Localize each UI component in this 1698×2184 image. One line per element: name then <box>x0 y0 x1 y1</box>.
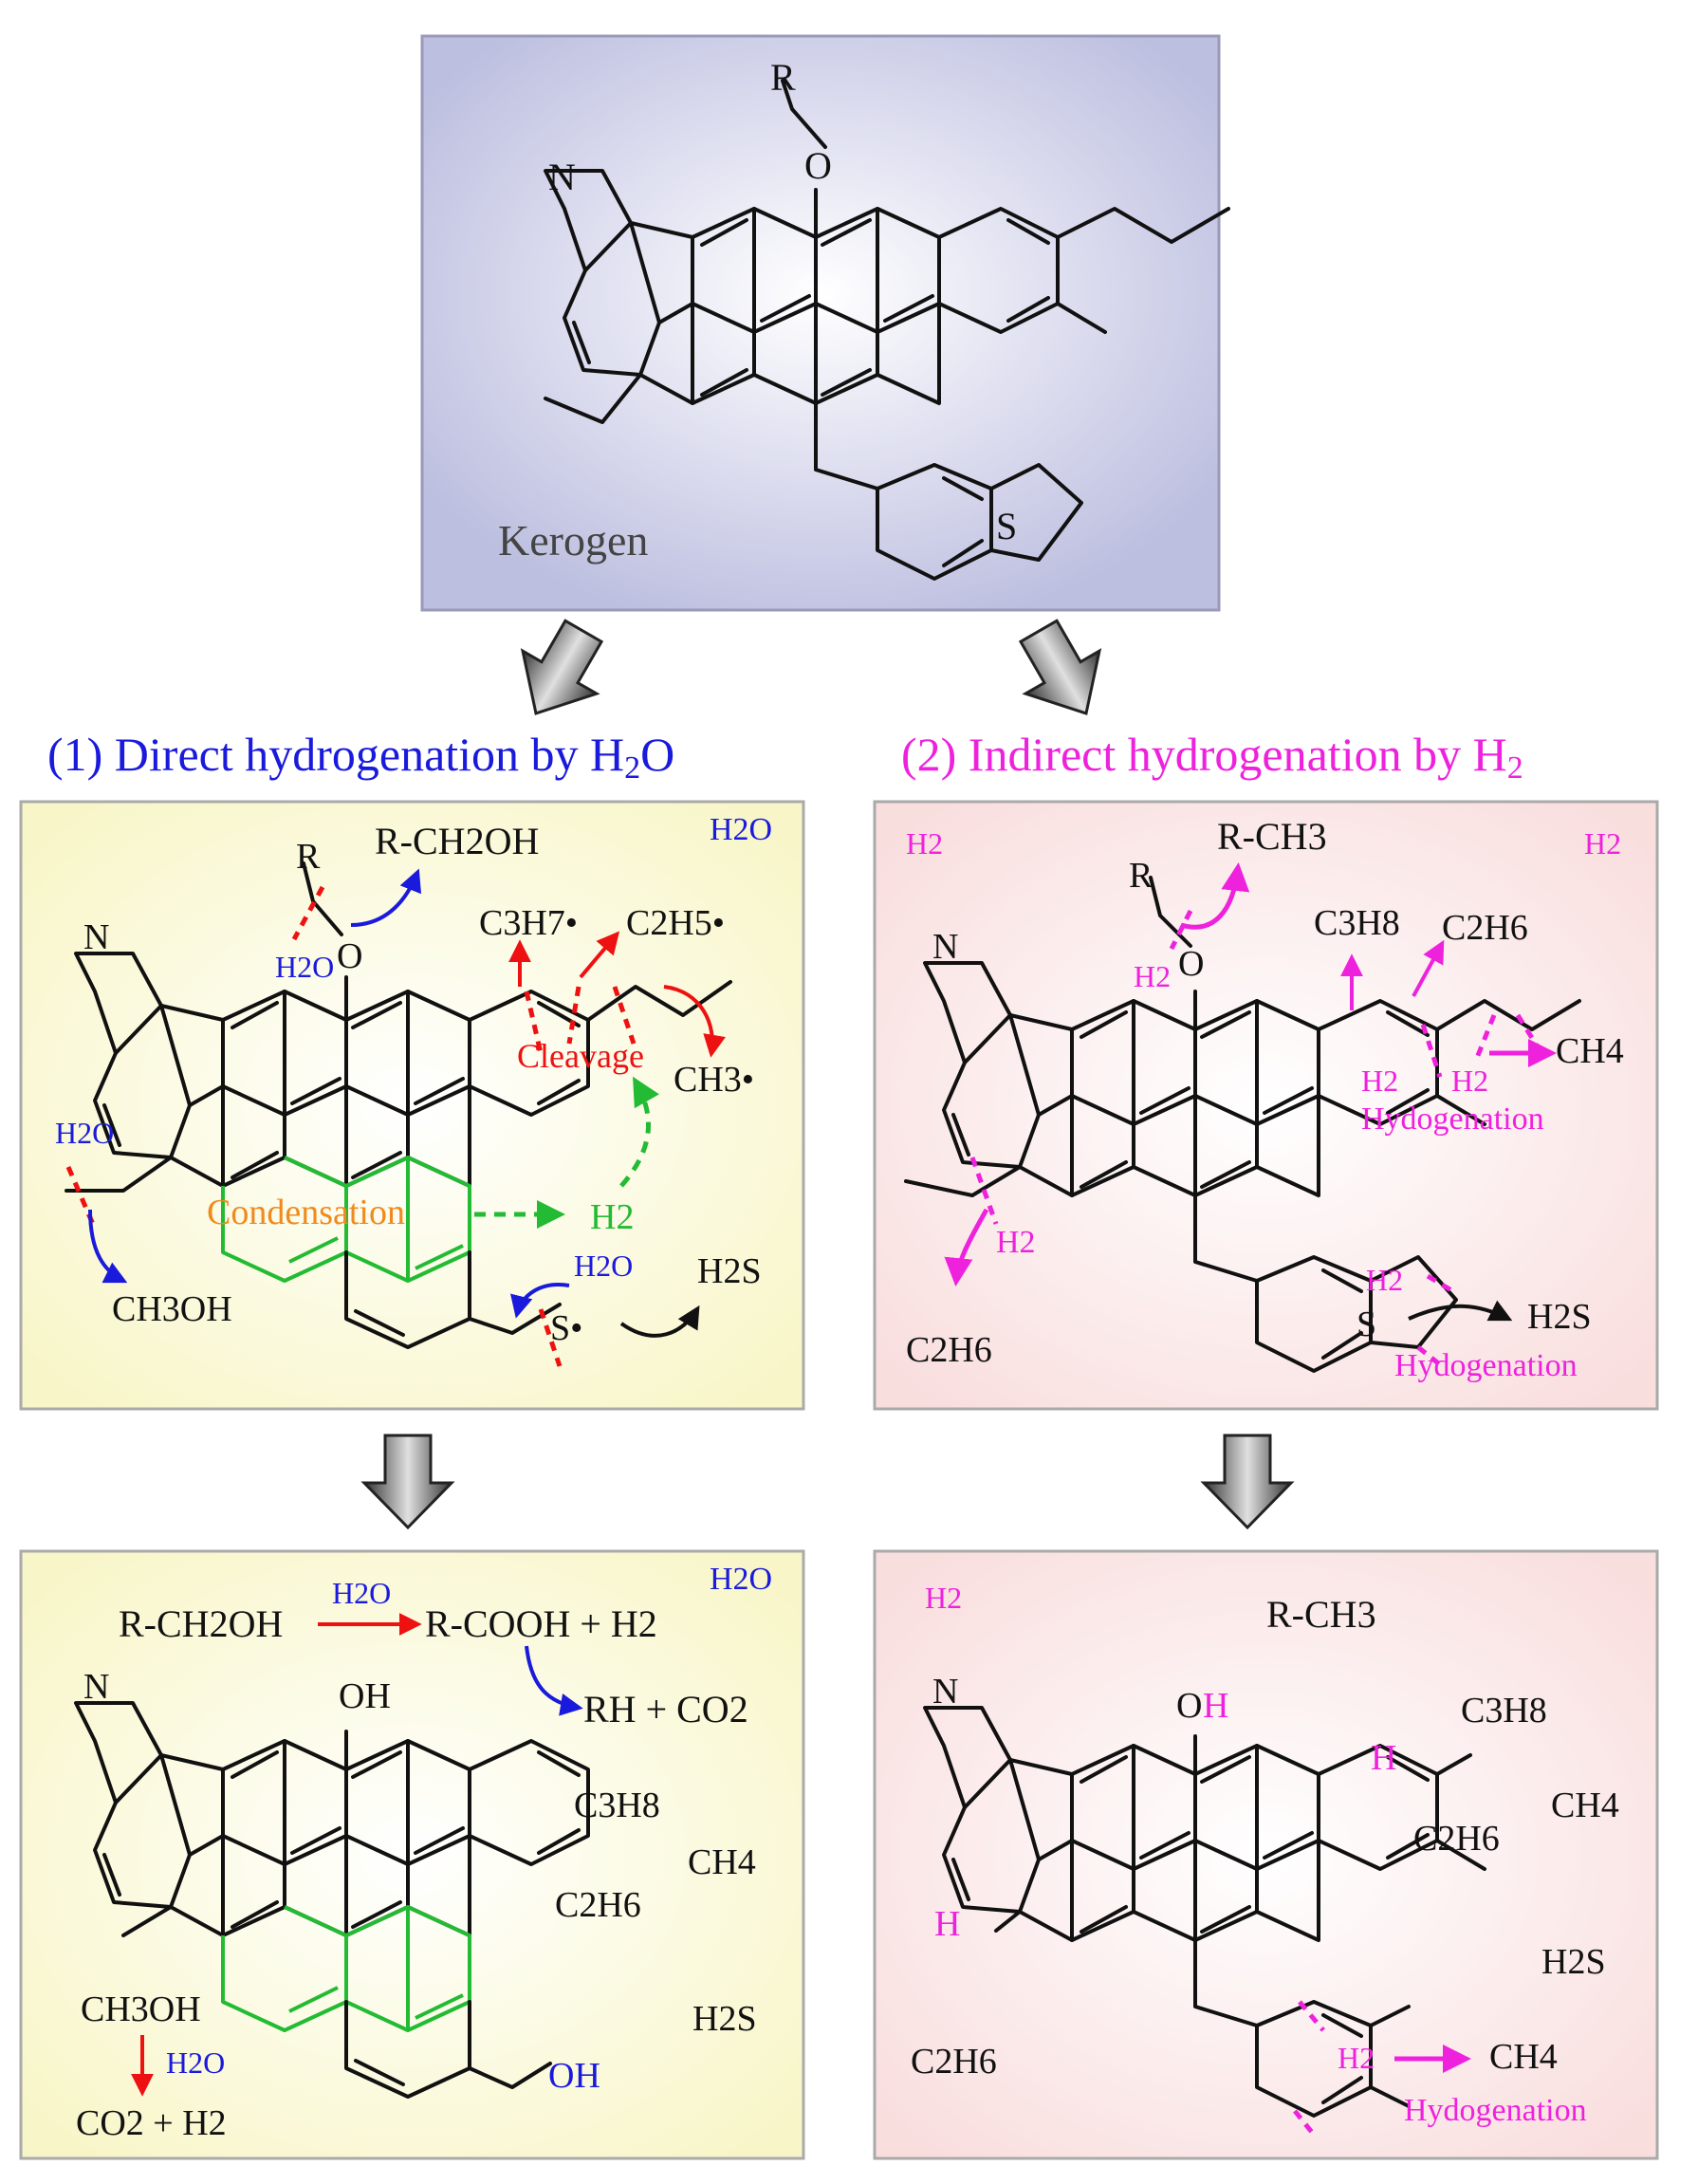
ch4-arrow: CH4 <box>1489 2037 1558 2077</box>
direct-title: (1) Direct hydrogenation by H2O <box>47 728 674 786</box>
hydogenation-mid: Hydogenation <box>1394 1348 1578 1383</box>
ch3-radical: CH3• <box>674 1060 754 1100</box>
arrow-h2s <box>619 1305 700 1338</box>
r-cooh-h2: R-COOH + H2 <box>425 1602 657 1645</box>
direct-bottom-panel: H2O R-CH2OH H2O R-COOH + H2 RH + CO2 OH … <box>19 1549 805 2160</box>
atom-n: N <box>83 1667 109 1707</box>
h2-ethyl: H2 <box>996 1225 1036 1260</box>
hydogenation-bottom: Hydogenation <box>1404 2093 1587 2128</box>
arrow-r-ch3 <box>1180 862 1250 930</box>
arrow-ch3oh <box>88 1209 128 1284</box>
h-left: H <box>934 1904 960 1944</box>
atom-s: S <box>996 505 1017 547</box>
atom-r: R <box>296 837 321 877</box>
c3h8: C3H8 <box>574 1786 660 1825</box>
arrow-decarboxylation <box>525 1645 583 1716</box>
h2s-label: H2S <box>697 1251 762 1291</box>
h-right: H <box>1371 1738 1396 1778</box>
h2s-label: H2S <box>1527 1297 1592 1337</box>
atom-r: R <box>1129 856 1154 896</box>
h-on-o: H <box>1203 1686 1228 1726</box>
arrow-c2h6 <box>1412 939 1445 997</box>
atom-o: O <box>1178 944 1204 984</box>
c2h5-radical: C2H5• <box>626 903 725 943</box>
atom-o: O <box>337 936 362 976</box>
ch3oh-label: CH3OH <box>112 1289 232 1329</box>
rh-co2: RH + CO2 <box>583 1688 748 1731</box>
r-ch2oh: R-CH2OH <box>119 1602 283 1645</box>
h2-right: H2 <box>1584 826 1621 861</box>
c3h7-radical: C3H7• <box>479 903 578 943</box>
indirect-bottom-panel: H2 R-CH3 O H H H C3H8 CH4 C2H6 H2S C2H6 … <box>873 1549 1659 2160</box>
h2o-corner: H2O <box>710 1562 772 1597</box>
arrow-ch3 <box>663 985 726 1058</box>
atom-s: S <box>1357 1305 1376 1344</box>
kerogen-panel: N R O S Kerogen <box>420 34 1230 612</box>
atom-o: O <box>1176 1686 1202 1726</box>
ch4: CH4 <box>1556 1031 1624 1071</box>
ch4-right: CH4 <box>1551 1786 1619 1825</box>
arrow-c2h6-bottom <box>944 1208 989 1286</box>
h2s: H2S <box>1541 1942 1606 1982</box>
h2s: H2S <box>692 1999 757 2039</box>
oh-chain: OH <box>548 2056 600 2096</box>
h2-left: H2 <box>906 826 943 861</box>
c2h6-left: C2H6 <box>911 2042 997 2082</box>
s-radical: S• <box>550 1308 582 1348</box>
kerogen-structure <box>544 79 1230 581</box>
h2-arrow: H2 <box>1338 2041 1375 2075</box>
arrow-h2o-s <box>510 1283 570 1319</box>
arrow-c2h5 <box>579 931 620 979</box>
h2-near-o: H2 <box>1134 959 1171 993</box>
h2o-down: H2O <box>166 2045 225 2080</box>
ch3oh: CH3OH <box>81 1990 201 2029</box>
cleavage-label: Cleavage <box>517 1037 644 1075</box>
h2o-arrow: H2O <box>332 1576 391 1610</box>
oh-label: OH <box>339 1676 391 1716</box>
c3h8: C3H8 <box>1461 1691 1547 1731</box>
direct-mid-panel: H2O R-CH2OH R H2O O C3H7• C2H5• CH3• Cle… <box>19 800 805 1411</box>
arrow-direct-down <box>360 1434 455 1530</box>
condensation-label: Condensation <box>207 1193 405 1232</box>
hydrogenation-marks <box>969 909 1544 1368</box>
c3h8: C3H8 <box>1314 903 1400 943</box>
arrow-to-indirect <box>1018 619 1102 715</box>
co2-h2: CO2 + H2 <box>76 2103 227 2143</box>
hydrogenation-marks-bottom <box>1293 2000 1325 2137</box>
r-ch2oh: R-CH2OH <box>375 820 539 862</box>
c2h6-right: C2H6 <box>1413 1819 1500 1859</box>
atom-n: N <box>932 1672 958 1712</box>
h2-corner: H2 <box>925 1581 962 1615</box>
c2h6: C2H6 <box>555 1885 641 1925</box>
kerogen-label: Kerogen <box>498 516 648 565</box>
h2-a: H2 <box>1361 1064 1398 1098</box>
atom-r: R <box>770 56 796 99</box>
h2o-near-o: H2O <box>275 950 334 984</box>
hydogenation-top: Hydogenation <box>1361 1101 1544 1137</box>
h2o-corner: H2O <box>710 812 772 847</box>
atom-n: N <box>548 156 576 198</box>
ch4: CH4 <box>688 1842 756 1882</box>
c2h6-bottom: C2H6 <box>906 1330 992 1370</box>
h2-b: H2 <box>1451 1064 1488 1098</box>
atom-o: O <box>804 144 832 187</box>
arrow-h2-cleavage <box>619 1076 659 1188</box>
indirect-mid-panel: H2 H2 R-CH3 R H2 O C3H8 C2H6 CH4 H2 H2 H… <box>873 800 1659 1411</box>
arrow-indirect-down <box>1200 1434 1295 1530</box>
h2-green: H2 <box>590 1197 634 1237</box>
r-ch3: R-CH3 <box>1266 1593 1376 1636</box>
arrow-h2s <box>1408 1300 1513 1322</box>
r-ch3: R-CH3 <box>1217 815 1327 858</box>
c2h6-top: C2H6 <box>1442 908 1528 948</box>
atom-n: N <box>83 917 109 957</box>
h2o-near-s: H2O <box>574 1249 633 1283</box>
indirect-title: (2) Indirect hydrogenation by H2 <box>901 728 1523 786</box>
atom-n: N <box>932 927 958 967</box>
arrow-to-direct <box>520 619 604 715</box>
arrow-r-ch2oh <box>350 868 422 927</box>
h2o-left: H2O <box>55 1116 114 1150</box>
h2-near-s: H2 <box>1366 1263 1403 1297</box>
